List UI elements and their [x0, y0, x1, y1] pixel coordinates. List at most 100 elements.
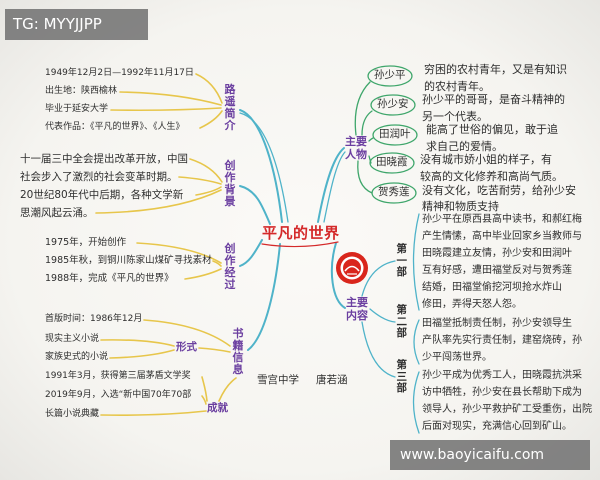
part-bracket [412, 213, 420, 311]
subline [119, 91, 222, 106]
subline [195, 186, 222, 196]
branch-line-book-info [247, 243, 281, 351]
part-2-line: 少平闯荡世界。 [422, 352, 492, 363]
subline [184, 268, 222, 280]
branch-line-author-intro-strand [239, 112, 289, 223]
character-connector [354, 81, 371, 136]
process-line: 1975年，开始创作 [45, 237, 127, 248]
character-description-line: 的农村青年。 [424, 80, 490, 93]
name-ring [372, 124, 418, 146]
part-1-line: 田晓霞建立友情，孙少安和田润叶 [422, 248, 572, 259]
character-description-line: 没有文化，吃苦耐劳，给孙少安 [422, 184, 576, 197]
subline [189, 158, 223, 183]
author-intro-sublines [110, 73, 223, 129]
character-connector [357, 160, 373, 194]
name-ring [370, 94, 416, 116]
part-label-2: 第二部 [396, 304, 408, 340]
character-name: 孙少安 [377, 98, 409, 110]
part-1-line: 修田，弄得天怒人怨。 [422, 299, 522, 310]
achievement-line: 2019年9月，入选“新中国70年70部 [45, 390, 192, 400]
character-connector [368, 155, 372, 164]
first-edition-line: 首版时间：1986年12月 [45, 314, 143, 324]
character-rings [354, 65, 418, 204]
character-connector [368, 137, 374, 142]
part-bracket [412, 371, 420, 434]
part-3-line: 孙少平成为优秀工人，田晓霞抗洪采 [422, 370, 582, 381]
process-sublines [136, 242, 222, 280]
part-connector [369, 308, 396, 323]
part-bracket [413, 319, 420, 365]
part-1-line: 产生情愫，高中毕业回家乡当教师与 [422, 231, 582, 242]
achievement-line: 长篇小说典藏 [45, 409, 100, 419]
main-branches [239, 109, 346, 351]
subline [178, 176, 222, 185]
school-logo [336, 252, 368, 284]
part-label-1: 第一部 [396, 243, 408, 279]
subline [218, 377, 237, 402]
background-sublines [95, 158, 223, 214]
achievement-line: 1991年3月，获得第三届茅盾文学奖 [45, 371, 191, 381]
background-line: 思潮风起云涌。 [20, 207, 94, 219]
character-description-line: 没有城市娇小姐的样子，有 [420, 153, 552, 166]
branch-label-author-intro: 路遥简介 [224, 83, 236, 133]
subline [201, 395, 207, 405]
subline [109, 349, 175, 359]
character-name: 田晓霞 [376, 156, 408, 168]
part-1-line: 结婚，田福堂偷挖河坝抢水炸山 [422, 282, 562, 293]
subline [136, 242, 222, 264]
part-1-line: 孙少平在原西县高中读书，和郝红梅 [422, 214, 582, 225]
subline [110, 107, 222, 112]
background-line: 社会步入了激烈的社会变革时期。 [20, 171, 178, 183]
content-connectors [361, 213, 420, 434]
character-description-line: 精神和物质支持 [422, 200, 499, 213]
branch-label-book-info: 书籍信息 [232, 327, 244, 377]
character-connector [361, 110, 373, 136]
watermark-top-left: TG: MYYJJPP [5, 9, 148, 40]
background-line: 20世纪80年代中后期，各种文学新 [20, 189, 184, 201]
book-info-sublines [100, 319, 237, 416]
author-intro-line: 出生地：陕西榆林 [45, 86, 118, 96]
character-name: 贺秀莲 [378, 186, 410, 198]
subline [195, 73, 223, 104]
subline [100, 410, 207, 416]
branch-label-background: 创作背景 [224, 159, 236, 209]
name-ring [369, 152, 415, 174]
form-line: 现实主义小说 [45, 334, 100, 344]
branch-label-process: 创作经过 [224, 242, 236, 292]
author-intro-line: 1949年12月2日—1992年11月17日 [45, 68, 194, 78]
branch-line-content [330, 242, 346, 309]
part-1-line: 互有好感，遭田福堂反对与贺秀莲 [422, 265, 572, 276]
part-connector [361, 260, 396, 297]
part-2-line: 产队率先实行责任制，建窑烧砖，孙 [422, 335, 582, 346]
subline [201, 376, 208, 402]
character-description-line: 另一个代表。 [422, 110, 488, 123]
form-line: 家族史式的小说 [45, 352, 109, 362]
author-intro-line: 毕业于延安大学 [45, 104, 109, 114]
subline [143, 319, 231, 347]
author-name: 唐若涵 [316, 374, 348, 386]
subline [100, 339, 175, 347]
central-topic-title: 平凡的世界 [262, 224, 340, 242]
character-name: 田润叶 [379, 128, 411, 140]
process-line: 1988年，完成《平凡的世界》 [45, 273, 174, 284]
author-intro-line: 代表作品：《平凡的世界》、《人生》 [45, 122, 185, 132]
subline [199, 110, 223, 129]
sub-label-achievement: 成就 [207, 402, 228, 414]
branch-line-process [239, 239, 263, 267]
name-ring [367, 65, 413, 87]
part-3-line: 访中牺牲，孙少安在县长帮助下成为 [422, 387, 582, 398]
part-2-line: 田福堂抵制责任制，孙少安领导生 [422, 318, 572, 329]
branch-line-characters-strand [323, 151, 346, 223]
process-line: 1985年秋，到铜川陈家山煤矿寻找素材 [45, 255, 212, 266]
branch-line-characters [317, 147, 345, 223]
character-description-line: 穷困的农村青年，又是有知识 [424, 63, 567, 76]
character-description-line: 较高的文化修养和高尚气质。 [420, 170, 563, 183]
part-3-line: 领导人，孙少平救护矿工受重伤，出院 [422, 404, 592, 415]
branch-line-background [239, 185, 271, 225]
branch-line-author-intro [239, 109, 283, 223]
subline [95, 189, 222, 214]
character-name: 孙少平 [374, 69, 406, 81]
character-description-line: 求自己的爱情。 [426, 140, 503, 153]
watermark-bottom-right: www.baoyicaifu.com [390, 440, 590, 470]
